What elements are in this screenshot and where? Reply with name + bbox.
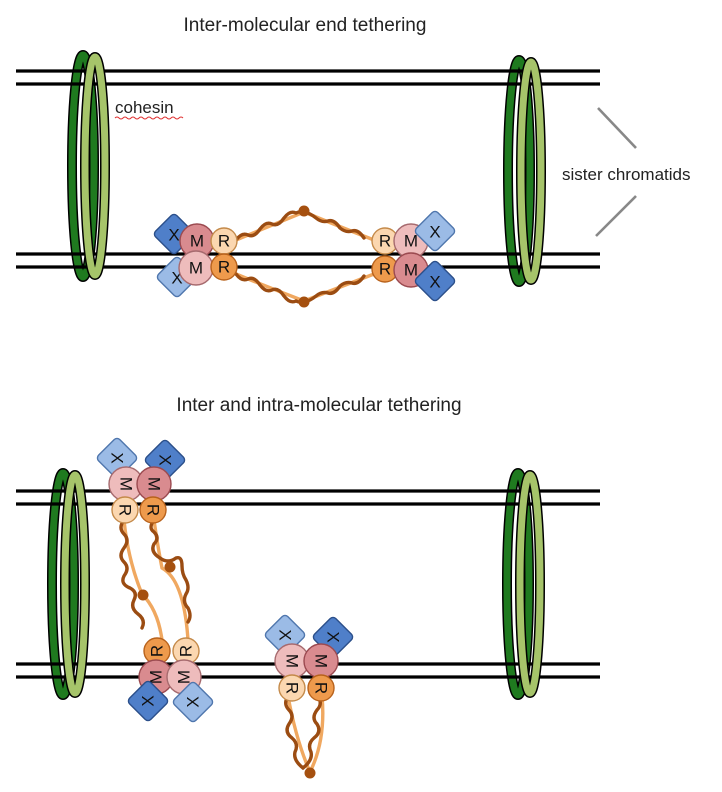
m-subunit: M bbox=[303, 643, 339, 679]
svg-text:X: X bbox=[429, 273, 440, 292]
panel-2-coiled-coil-loop bbox=[284, 694, 325, 779]
svg-text:R: R bbox=[218, 232, 230, 251]
panel-2-cohesin-left bbox=[47, 468, 79, 700]
x-subunit: X bbox=[414, 260, 456, 302]
m-subunit: M bbox=[178, 250, 214, 286]
r-subunit: R bbox=[307, 674, 335, 702]
svg-text:R: R bbox=[116, 504, 135, 516]
svg-text:M: M bbox=[175, 670, 194, 684]
sister-chromatids-label: sister chromatids bbox=[562, 165, 690, 184]
panel-2-mrx-top: X X M M R R bbox=[96, 437, 186, 524]
r-subunit: R bbox=[210, 227, 238, 255]
spellcheck-underline bbox=[114, 116, 184, 120]
panel-1-chromatid-bottom bbox=[16, 252, 600, 269]
svg-text:M: M bbox=[147, 670, 166, 684]
panel-2-cohesin-right-front bbox=[515, 470, 545, 698]
svg-text:X: X bbox=[156, 454, 175, 465]
panel-2-mrx-lower-right: X X M M R R bbox=[264, 614, 354, 702]
svg-text:R: R bbox=[379, 260, 391, 279]
panel-1-mrx-right: R R M M X X bbox=[371, 210, 456, 302]
panel-1-mrx-left: X X M M R R bbox=[153, 213, 238, 298]
svg-text:R: R bbox=[218, 258, 230, 277]
m-subunit: M bbox=[136, 466, 172, 502]
panel-2-cohesin-left-front bbox=[60, 470, 90, 698]
x-subunit: X bbox=[127, 680, 169, 722]
svg-text:M: M bbox=[190, 232, 204, 251]
panel-1-cohesin-left bbox=[67, 50, 99, 282]
svg-text:X: X bbox=[139, 695, 158, 706]
r-subunit: R bbox=[172, 637, 200, 665]
pointer-line-bottom bbox=[595, 195, 637, 237]
svg-text:R: R bbox=[144, 504, 163, 516]
svg-text:X: X bbox=[108, 452, 127, 463]
svg-text:R: R bbox=[312, 682, 331, 694]
svg-text:R: R bbox=[283, 682, 302, 694]
x-subunit: X bbox=[414, 210, 456, 252]
x-subunit: X bbox=[172, 681, 214, 723]
svg-text:M: M bbox=[145, 477, 164, 491]
panel-2-mrx-lower-left: R R M M X X bbox=[127, 637, 214, 723]
svg-text:X: X bbox=[171, 269, 182, 288]
panel-1-cohesin-left-front bbox=[80, 52, 110, 280]
r-subunit: R bbox=[111, 496, 139, 524]
svg-text:X: X bbox=[429, 223, 440, 242]
panel-2-coiled-coil-left bbox=[119, 518, 192, 642]
panel-1-coiled-coil-lower bbox=[234, 272, 376, 308]
panel-2-cohesin-right bbox=[502, 468, 534, 700]
svg-text:X: X bbox=[184, 696, 203, 707]
r-subunit: R bbox=[210, 253, 238, 281]
svg-text:X: X bbox=[324, 631, 343, 642]
svg-text:M: M bbox=[283, 654, 302, 668]
panel-1-chromatid-top bbox=[16, 69, 600, 86]
r-subunit: R bbox=[139, 496, 167, 524]
svg-text:M: M bbox=[404, 261, 418, 280]
r-subunit: R bbox=[278, 674, 306, 702]
panel-2-title: Inter and intra-molecular tethering bbox=[176, 395, 461, 416]
svg-text:M: M bbox=[404, 232, 418, 251]
svg-text:X: X bbox=[276, 629, 295, 640]
svg-text:M: M bbox=[117, 477, 136, 491]
svg-text:R: R bbox=[148, 645, 167, 657]
cohesin-label: cohesin bbox=[115, 98, 174, 117]
svg-text:R: R bbox=[379, 232, 391, 251]
panel-1-cohesin-right bbox=[503, 55, 535, 287]
svg-text:M: M bbox=[189, 259, 203, 278]
pointer-line-top bbox=[597, 107, 637, 149]
svg-text:R: R bbox=[177, 645, 196, 657]
panel-1-cohesin-right-front bbox=[516, 57, 546, 285]
panel-1-title: Inter-molecular end tethering bbox=[184, 15, 427, 36]
svg-text:X: X bbox=[168, 226, 179, 245]
panel-1-coiled-coil-upper bbox=[234, 205, 376, 242]
svg-text:M: M bbox=[312, 654, 331, 668]
